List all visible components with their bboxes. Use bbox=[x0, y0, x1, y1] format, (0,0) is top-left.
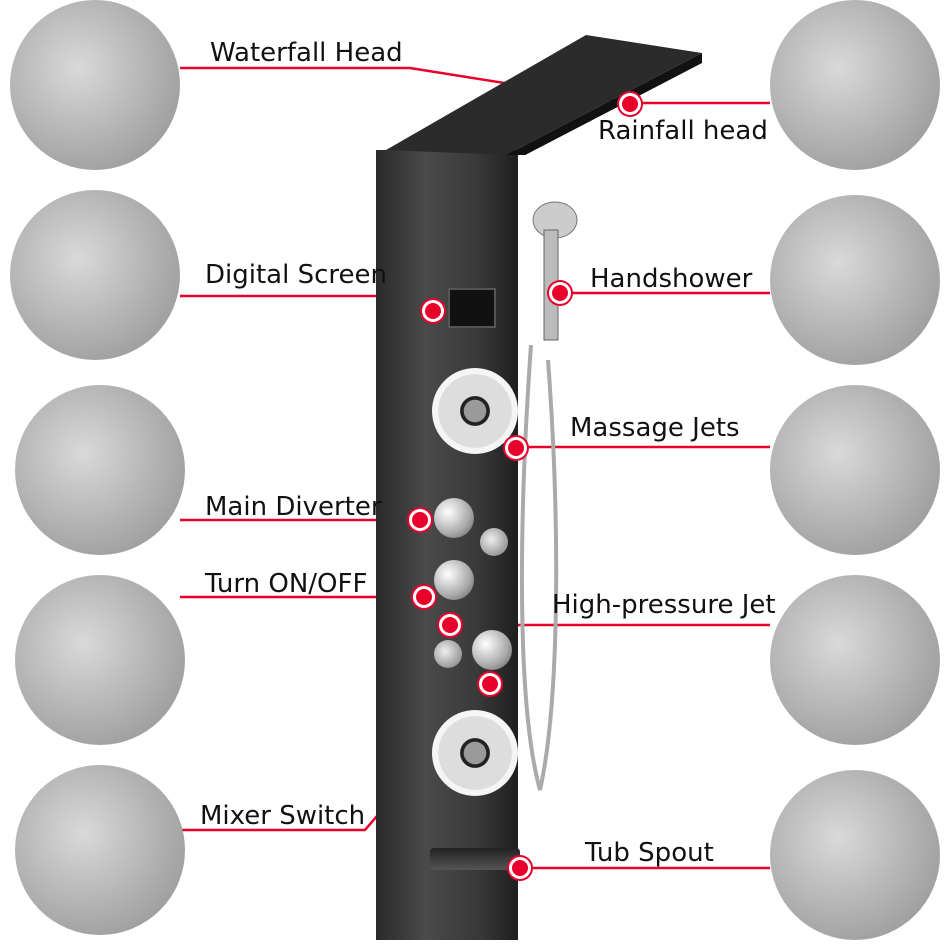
main-diverter-knob bbox=[434, 498, 474, 538]
callout-dot bbox=[412, 512, 428, 528]
digital-screen-image bbox=[448, 288, 496, 328]
handshower-image bbox=[532, 201, 578, 341]
detail-massage bbox=[770, 385, 940, 555]
high-pressure-jet-image bbox=[434, 640, 462, 668]
detail-highpressure bbox=[770, 575, 940, 745]
label-main-diverter: Main Diverter bbox=[205, 492, 382, 522]
rainfall-head-image bbox=[386, 35, 702, 155]
label-massage-jets: Massage Jets bbox=[570, 413, 740, 443]
callout-dot bbox=[622, 96, 638, 112]
label-mixer-switch: Mixer Switch bbox=[200, 801, 366, 831]
detail-handshower bbox=[770, 195, 940, 365]
label-digital-screen: Digital Screen bbox=[205, 260, 387, 290]
callout-dot bbox=[508, 440, 524, 456]
detail-rainfall bbox=[770, 0, 940, 170]
side-jet bbox=[480, 528, 508, 556]
callout-dot bbox=[425, 303, 441, 319]
detail-mixer bbox=[15, 765, 185, 935]
callout-dot bbox=[442, 617, 458, 633]
label-handshower: Handshower bbox=[590, 264, 753, 294]
label-waterfall-head: Waterfall Head bbox=[210, 38, 403, 68]
callout-dot bbox=[416, 589, 432, 605]
callout-dot bbox=[482, 676, 498, 692]
label-turn-on-off: Turn ON/OFF bbox=[205, 569, 368, 599]
massage-jet-image-lower bbox=[432, 710, 518, 796]
label-rainfall-head: Rainfall head bbox=[598, 116, 768, 146]
detail-diverter bbox=[15, 385, 185, 555]
detail-onoff bbox=[15, 575, 185, 745]
detail-waterfall bbox=[10, 0, 180, 170]
massage-jet-image bbox=[432, 368, 518, 454]
callout-dot bbox=[512, 860, 528, 876]
on-off-knob bbox=[434, 560, 474, 600]
callout-dot bbox=[552, 285, 568, 301]
tub-spout-image bbox=[430, 848, 520, 870]
mixer-knob bbox=[472, 630, 512, 670]
detail-screen bbox=[10, 190, 180, 360]
label-high-pressure-jet: High-pressure Jet bbox=[552, 590, 776, 620]
label-tub-spout: Tub Spout bbox=[585, 838, 714, 868]
detail-spout bbox=[770, 770, 940, 940]
